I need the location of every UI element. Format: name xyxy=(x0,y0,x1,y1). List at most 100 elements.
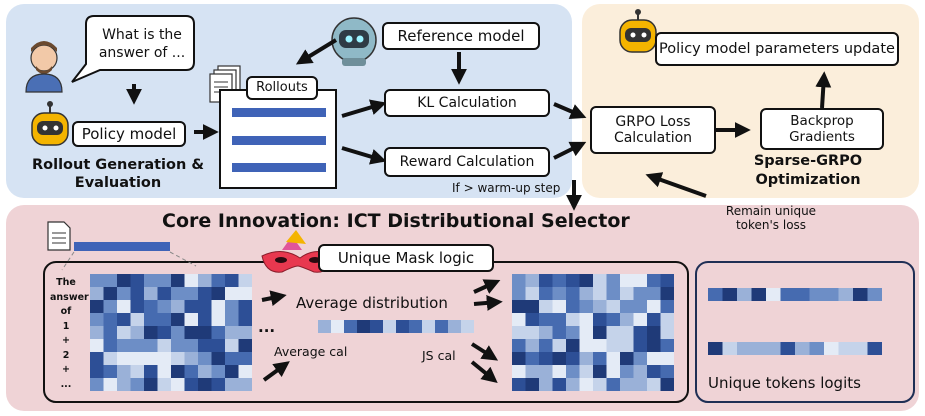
matrix-cell xyxy=(566,378,580,391)
matrix-cell xyxy=(633,300,647,313)
matrix-cell xyxy=(184,365,198,378)
token-logit-matrix xyxy=(90,274,252,391)
matrix-cell xyxy=(90,326,104,339)
matrix-cell xyxy=(157,287,171,300)
matrix-cell xyxy=(620,339,634,352)
matrix-cell xyxy=(566,352,580,365)
matrix-cell xyxy=(117,339,131,352)
matrix-cell xyxy=(211,326,225,339)
matrix-cell xyxy=(117,313,131,326)
strip-cell xyxy=(853,342,868,355)
matrix-cell xyxy=(157,365,171,378)
strip-cell xyxy=(766,288,781,301)
token-label: answer xyxy=(50,291,89,303)
matrix-cell xyxy=(198,378,212,391)
matrix-cell xyxy=(130,352,144,365)
matrix-cell xyxy=(117,326,131,339)
strip-cell xyxy=(383,320,396,333)
matrix-cell xyxy=(566,339,580,352)
kl-calculation-node[interactable]: KL Calculation xyxy=(384,89,550,117)
js-cal-label: JS cal xyxy=(422,348,456,363)
matrix-cell xyxy=(184,326,198,339)
matrix-cell xyxy=(620,300,634,313)
matrix-cell xyxy=(647,352,661,365)
reward-calculation-node[interactable]: Reward Calculation xyxy=(384,147,550,177)
strip-cell xyxy=(867,342,882,355)
backprop-node[interactable]: Backprop Gradients xyxy=(760,108,884,150)
matrix-cell xyxy=(660,378,674,391)
arrow xyxy=(645,172,707,198)
matrix-cell xyxy=(130,378,144,391)
strip-cell xyxy=(809,288,824,301)
arrow xyxy=(262,361,290,382)
matrix-cell xyxy=(539,274,553,287)
matrix-cell xyxy=(552,339,566,352)
matrix-cell xyxy=(593,326,607,339)
strip-cell xyxy=(737,342,752,355)
token-label: of xyxy=(60,306,72,317)
matrix-cell xyxy=(103,378,117,391)
matrix-cell xyxy=(238,313,252,326)
matrix-cell xyxy=(144,352,158,365)
matrix-cell xyxy=(238,339,252,352)
arrow xyxy=(341,99,387,118)
matrix-cell xyxy=(606,326,620,339)
strip-cell xyxy=(370,320,383,333)
matrix-cell xyxy=(130,339,144,352)
matrix-cell xyxy=(539,313,553,326)
matrix-cell xyxy=(566,326,580,339)
matrix-cell xyxy=(660,287,674,300)
strip-cell xyxy=(448,320,461,333)
matrix-cell xyxy=(157,300,171,313)
matrix-cell xyxy=(157,326,171,339)
matrix-cell xyxy=(171,300,185,313)
matrix-cell xyxy=(103,352,117,365)
reference-model-node[interactable]: Reference model xyxy=(382,22,540,50)
matrix-cell xyxy=(184,300,198,313)
param-update-node[interactable]: Policy model parameters update xyxy=(655,32,899,66)
matrix-cell xyxy=(144,378,158,391)
matrix-cell xyxy=(620,326,634,339)
matrix-cell xyxy=(130,287,144,300)
matrix-cell xyxy=(238,352,252,365)
token-label: 2 xyxy=(62,349,70,361)
matrix-cell xyxy=(660,339,674,352)
policy-model-node[interactable]: Policy model xyxy=(72,121,186,147)
matrix-cell xyxy=(238,365,252,378)
strip-cell xyxy=(461,320,474,333)
matrix-cell xyxy=(647,378,661,391)
matrix-cell xyxy=(198,313,212,326)
matrix-cell xyxy=(184,313,198,326)
matrix-cell xyxy=(593,352,607,365)
matrix-cell xyxy=(184,339,198,352)
rollouts-node[interactable]: Rollouts xyxy=(246,76,318,100)
matrix-cell xyxy=(211,300,225,313)
matrix-cell xyxy=(238,326,252,339)
matrix-cell xyxy=(157,352,171,365)
matrix-cell xyxy=(606,365,620,378)
grpo-loss-node[interactable]: GRPO Loss Calculation xyxy=(590,106,716,154)
strip-cell xyxy=(396,320,409,333)
matrix-cell xyxy=(198,300,212,313)
matrix-cell xyxy=(593,287,607,300)
mask-logic-node[interactable]: Unique Mask logic xyxy=(318,244,494,272)
matrix-cell xyxy=(552,365,566,378)
matrix-cell xyxy=(593,365,607,378)
matrix-cell xyxy=(130,365,144,378)
matrix-cell xyxy=(647,287,661,300)
strip-cell xyxy=(722,288,737,301)
strip-cell xyxy=(824,288,839,301)
robot-icon xyxy=(31,101,69,146)
matrix-cell xyxy=(144,313,158,326)
matrix-cell xyxy=(225,326,239,339)
matrix-cell xyxy=(238,274,252,287)
matrix-cell xyxy=(225,339,239,352)
matrix-cell xyxy=(90,300,104,313)
matrix-cell xyxy=(647,313,661,326)
matrix-cell xyxy=(144,300,158,313)
matrix-cell xyxy=(512,300,526,313)
policy-model-label: Policy model xyxy=(81,125,177,143)
matrix-cell xyxy=(552,300,566,313)
reference-model-label: Reference model xyxy=(397,27,525,45)
matrix-cell xyxy=(211,339,225,352)
